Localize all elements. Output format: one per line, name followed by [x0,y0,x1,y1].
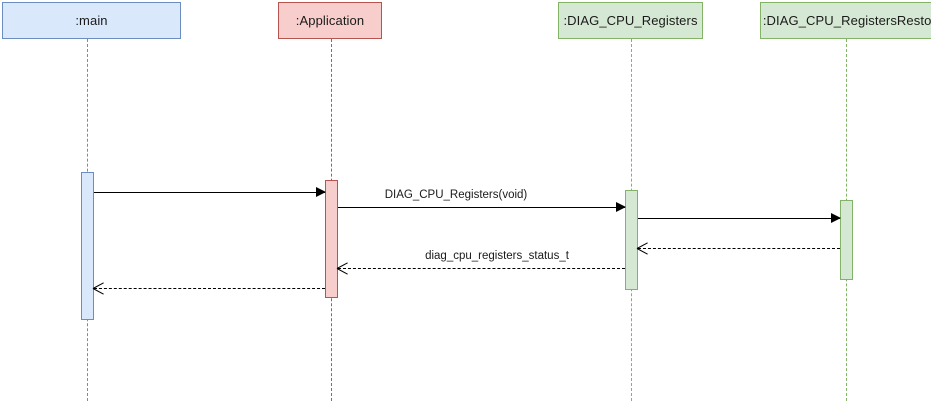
activation-bar-application [325,180,338,298]
message-shaft [94,192,325,193]
participant-box-application[interactable]: :Application [278,2,382,39]
participant-box-main[interactable]: :main [2,2,181,39]
arrowhead-left-icon [93,283,104,294]
message-shaft [338,207,625,208]
message-shaft [338,268,625,269]
participant-label: :Application [295,13,365,28]
arrowhead-right-icon [316,187,326,197]
participant-box-diag_cpu_registers[interactable]: :DIAG_CPU_Registers [558,2,703,39]
activation-bar-main [81,172,94,320]
message-label-m2: DIAG_CPU_Registers(void) [384,189,528,201]
message-shaft [638,218,840,219]
arrowhead-right-icon [831,213,841,223]
participant-label: :main [75,13,108,28]
participant-label: :DIAG_CPU_RegistersRestore [762,13,931,28]
participant-label: :DIAG_CPU_Registers [563,13,698,28]
arrowhead-right-icon [616,202,626,212]
arrowhead-left-icon [637,243,648,254]
message-shaft [638,248,840,249]
participant-box-diag_cpu_registers_restore[interactable]: :DIAG_CPU_RegistersRestore [760,2,931,39]
message-label-m5: diag_cpu_registers_status_t [425,250,569,262]
activation-bar-diag_cpu_registers [625,190,638,290]
message-shaft [94,288,325,289]
activation-bar-diag_cpu_registers_restore [840,200,853,280]
arrowhead-left-icon [337,263,348,274]
